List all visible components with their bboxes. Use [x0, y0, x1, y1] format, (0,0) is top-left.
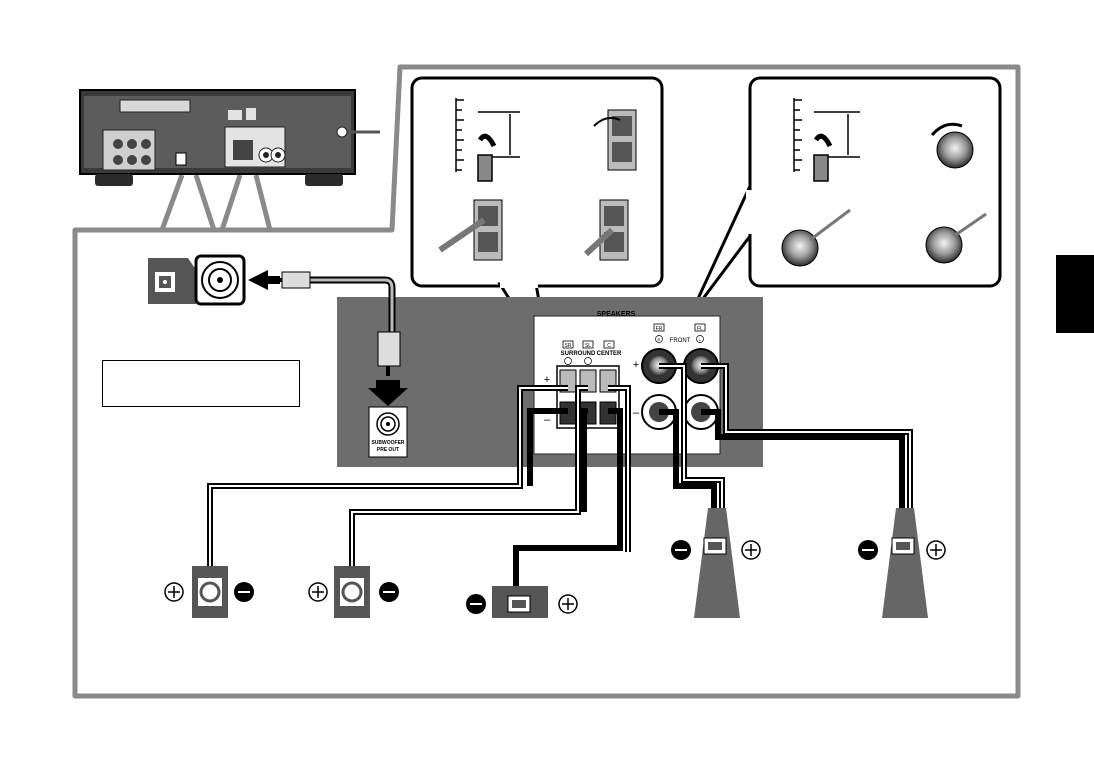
front-left-speaker: [858, 508, 946, 618]
sl-badge: SL: [585, 343, 591, 349]
language-tab: [1056, 255, 1094, 333]
spring-terminal-step1: [593, 109, 637, 171]
sr-badge: SR: [565, 343, 572, 349]
surround-plus-sign: +: [544, 374, 550, 386]
spring-terminal-step2: [438, 199, 503, 261]
subwoofer-label-line2: PRE OUT: [377, 447, 399, 453]
spring-terminals: [556, 365, 620, 429]
subwoofer: [148, 254, 246, 306]
surround-minus-sign: –: [544, 414, 551, 426]
inset-2-pointer: [688, 185, 752, 317]
front-right-speaker: [671, 508, 761, 618]
subwoofer-pre-out-jack: SUBWOOFER PRE OUT: [368, 406, 408, 458]
note-box: [102, 360, 300, 407]
binding-post-step3: [925, 212, 987, 264]
arrow-to-pre-out: [368, 380, 408, 406]
callout-frame: [72, 64, 1021, 699]
center-label: CENTER: [597, 351, 622, 357]
front-label: FRONT: [670, 338, 691, 344]
surround-label: SURROUND: [561, 351, 596, 357]
binding-post-step1: [930, 122, 974, 169]
strip-ruler-1: [455, 98, 520, 182]
spring-terminal-step3: [583, 199, 629, 261]
subwoofer-label-line1: SUBWOOFER: [371, 440, 404, 446]
surround-right-speaker: [164, 566, 254, 618]
surround-left-speaker: [308, 566, 399, 618]
subwoofer-cable: [272, 271, 401, 376]
r-mark: R: [658, 337, 661, 342]
zoom-line-right: [219, 174, 273, 231]
strip-ruler-2: [793, 98, 860, 182]
c-badge: C: [607, 343, 611, 349]
arrow-to-subwoofer-in: [248, 270, 280, 290]
fl-badge: FL: [697, 326, 703, 332]
speakers-label: SPEAKERS: [597, 311, 636, 318]
front-minus-sign: –: [633, 407, 640, 419]
binding-post-step2: [781, 208, 851, 267]
l-mark: L: [699, 337, 702, 342]
center-speaker: [466, 586, 578, 618]
zoom-line-left: [159, 174, 217, 231]
fr-badge: FR: [656, 326, 663, 332]
receiver-rear: [79, 89, 380, 186]
speaker-cables: [207, 363, 913, 600]
front-plus-sign: +: [633, 359, 639, 371]
